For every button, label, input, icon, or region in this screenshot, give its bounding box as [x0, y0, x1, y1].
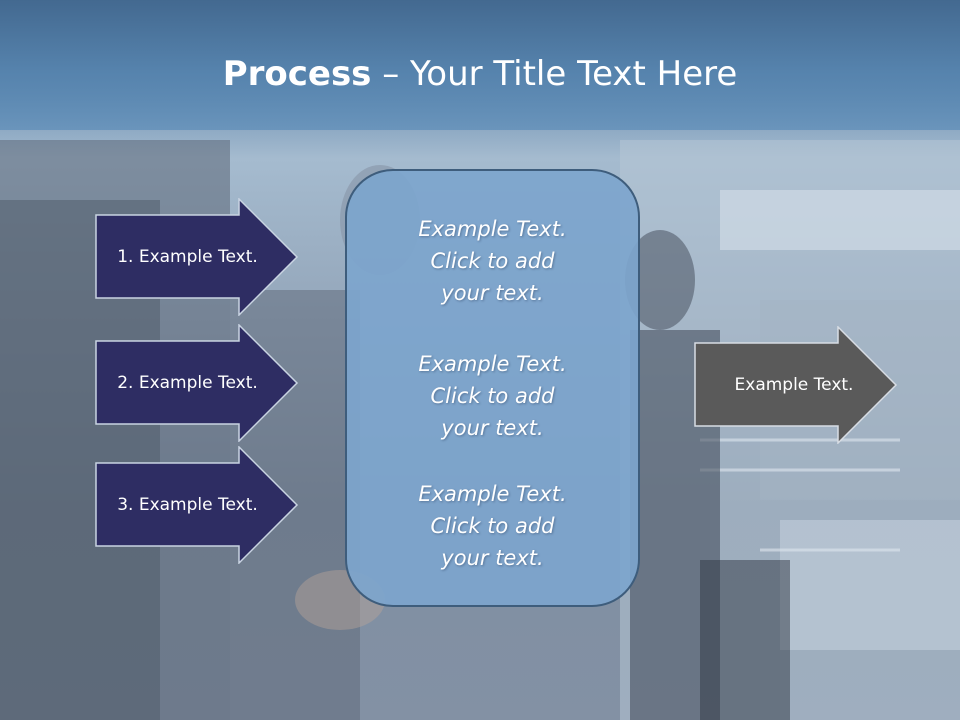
center-process-box[interactable] [345, 169, 640, 607]
center-text-3-line-1: Example Text. [418, 482, 567, 506]
center-text-block-1[interactable]: Example Text. Click to add your text. [345, 213, 640, 309]
input-arrow-3-label: 3. Example Text. [117, 494, 258, 515]
center-text-block-2[interactable]: Example Text. Click to add your text. [345, 348, 640, 444]
output-arrow[interactable]: Example Text. [694, 326, 899, 444]
input-arrow-2-label: 2. Example Text. [117, 372, 258, 393]
input-arrow-2[interactable]: 2. Example Text. [95, 324, 300, 442]
title-rest: – Your Title Text Here [371, 54, 738, 94]
center-text-1-line-1: Example Text. [418, 217, 567, 241]
slide-title: Process – Your Title Text Here [0, 52, 960, 96]
input-arrow-1-label: 1. Example Text. [117, 246, 258, 267]
title-band [0, 0, 960, 130]
center-text-1-line-2: Click to add [430, 249, 555, 273]
output-arrow-label: Example Text. [734, 374, 854, 395]
center-text-3-line-2: Click to add [430, 514, 555, 538]
input-arrow-3[interactable]: 3. Example Text. [95, 446, 300, 564]
center-text-2-line-3: your text. [441, 416, 544, 440]
center-text-1-line-3: your text. [441, 281, 544, 305]
center-text-3-line-3: your text. [441, 546, 544, 570]
title-bold: Process [222, 54, 372, 94]
center-text-block-3[interactable]: Example Text. Click to add your text. [345, 478, 640, 574]
center-text-2-line-1: Example Text. [418, 352, 567, 376]
center-text-2-line-2: Click to add [430, 384, 555, 408]
input-arrow-1[interactable]: 1. Example Text. [95, 198, 300, 316]
